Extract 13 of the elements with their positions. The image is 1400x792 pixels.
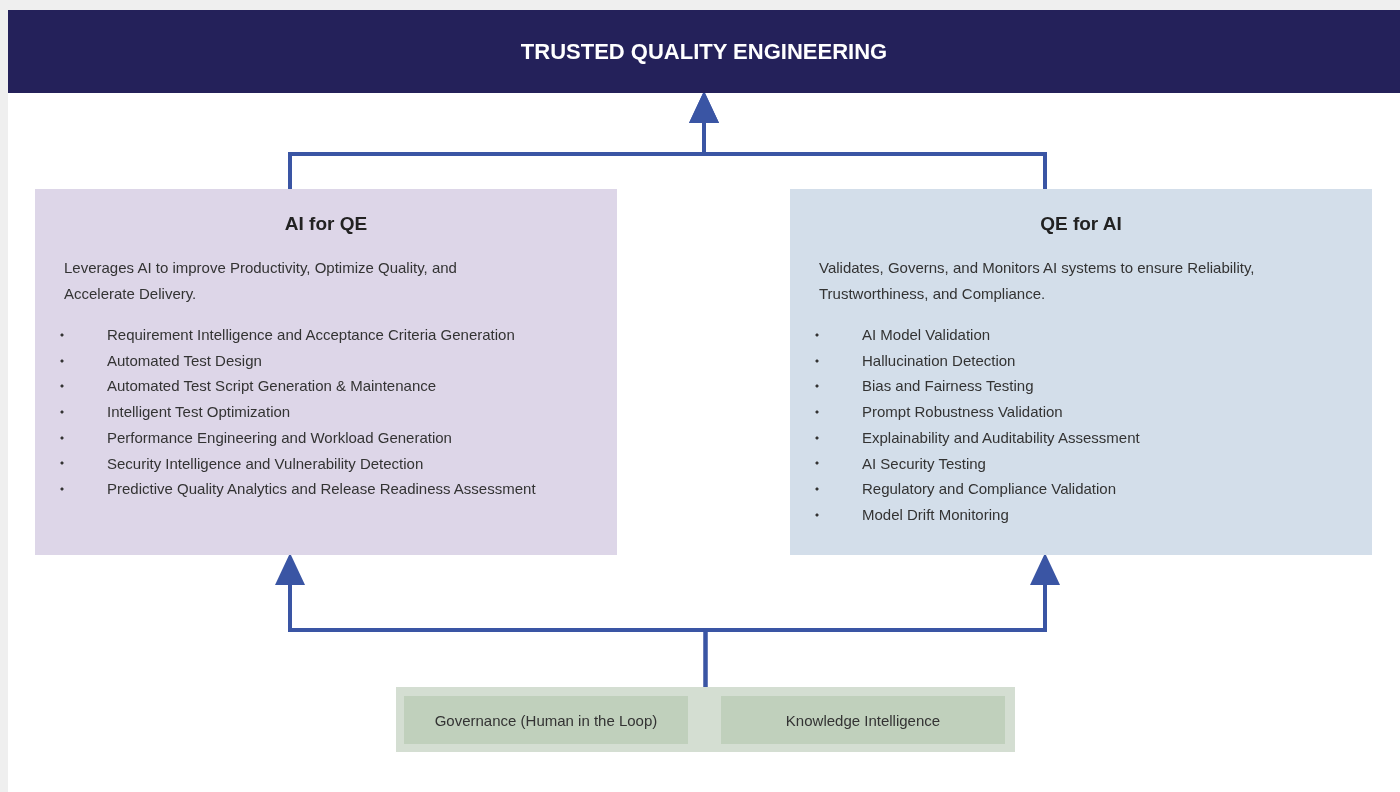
- block-label: Governance (Human in the Loop): [434, 711, 658, 729]
- content-panel: [790, 189, 1372, 555]
- title-banner: [8, 10, 1400, 93]
- content-panel: [35, 189, 617, 555]
- panel-heading: AI for QE: [283, 213, 369, 235]
- banner-title: TRUSTED QUALITY ENGINEERING: [520, 38, 888, 65]
- arrow: [703, 553, 1060, 687]
- panel-heading: QE for AI: [1039, 213, 1123, 235]
- panel-description: Validates, Governs, and Monitors AI systems to ensure Reliability, Trustworthiness, and Compliance.: [819, 258, 1256, 304]
- arrow: [689, 91, 1047, 189]
- panel-description: Leverages AI to improve Productivity, Optimize Quality, and Accelerate Delivery.: [64, 258, 458, 304]
- block-label: Knowledge Intelligence: [785, 711, 941, 729]
- foundation-band: [396, 687, 1015, 752]
